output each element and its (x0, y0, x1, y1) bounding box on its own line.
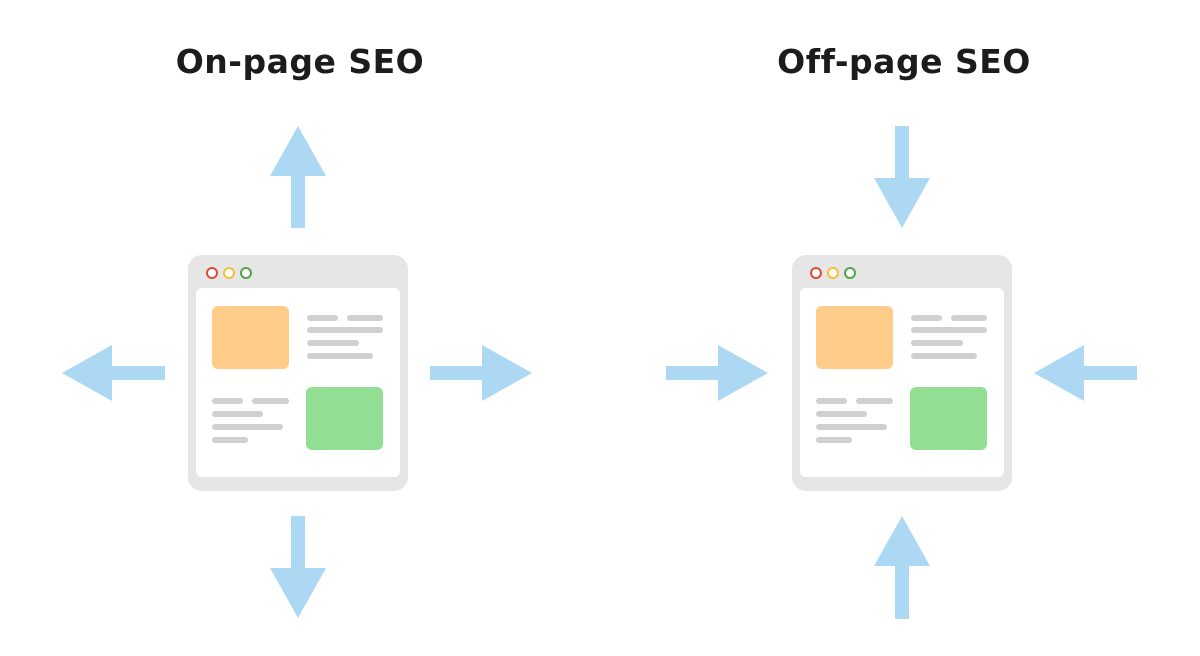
arrow-up-icon (270, 126, 326, 228)
browser-window-icon (188, 255, 408, 491)
browser-window-icon (792, 255, 1012, 491)
off-page-seo-title: Off-page SEO (777, 42, 1031, 81)
text-lines-bottom (816, 398, 893, 443)
arrow-left-icon (62, 345, 165, 401)
minimize-dot-icon (223, 267, 235, 279)
arrow-down-inward-icon (874, 126, 930, 228)
window-controls (810, 267, 856, 279)
close-dot-icon (206, 267, 218, 279)
arrow-left-inward-icon (1034, 345, 1137, 401)
image-block-orange (816, 306, 893, 369)
text-lines-top (911, 315, 987, 359)
on-page-seo-title: On-page SEO (175, 42, 425, 81)
arrow-right-icon (430, 345, 532, 401)
image-block-green (306, 387, 383, 450)
arrow-down-icon (270, 516, 326, 618)
off-page-seo-panel: Off-page SEO (604, 0, 1200, 656)
close-dot-icon (810, 267, 822, 279)
on-page-seo-illustration (62, 126, 532, 618)
text-lines-bottom (212, 398, 289, 443)
image-block-green (910, 387, 987, 450)
image-block-orange (212, 306, 289, 369)
maximize-dot-icon (844, 267, 856, 279)
text-lines-top (307, 315, 383, 359)
on-page-seo-panel: On-page SEO (62, 42, 532, 618)
maximize-dot-icon (240, 267, 252, 279)
arrow-up-inward-icon (874, 516, 930, 619)
arrow-right-inward-icon (666, 345, 768, 401)
minimize-dot-icon (827, 267, 839, 279)
window-controls (206, 267, 252, 279)
off-page-seo-illustration (666, 126, 1137, 619)
